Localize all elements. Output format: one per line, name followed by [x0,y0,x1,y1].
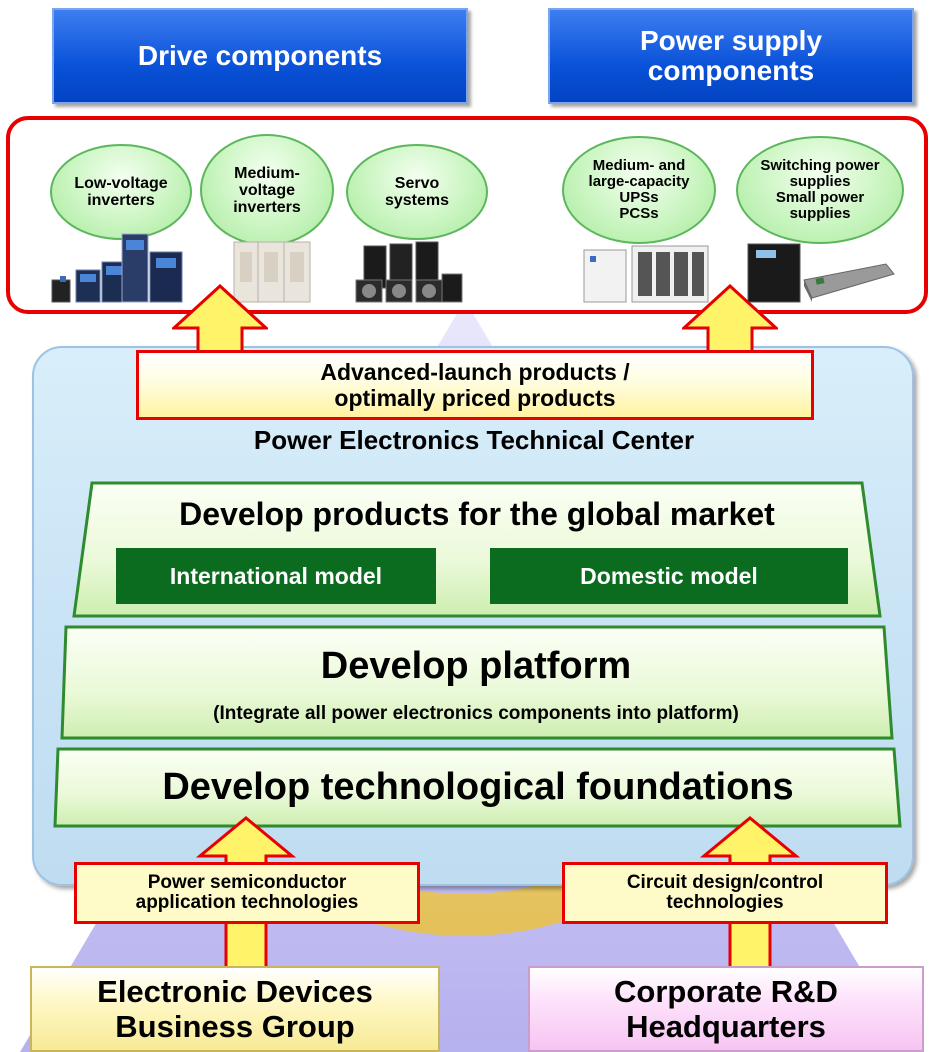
platform-subtitle: (Integrate all power electronics compone… [213,703,739,724]
drive-components-label: Drive components [137,40,383,71]
power-supply-components-header: Power supply components [548,8,914,104]
low-voltage-inverters-label: Low-voltage inverters [74,175,168,209]
international-model-box: International model [116,548,436,604]
switching-label: Switching power supplies Small power sup… [747,158,893,222]
electronic-devices-box: Electronic Devices Business Group [30,966,440,1052]
medium-voltage-inverters-label: Medium-voltage inverters [233,164,301,216]
advanced-launch-banner: Advanced-launch products / optimally pri… [136,350,814,420]
foundations-title: Develop technological foundations [162,765,794,808]
up-arrow-left [172,284,268,354]
semiconductor-tech-label-box: Power semiconductor application technolo… [74,862,420,924]
power-supply-components-label: Power supply components [639,25,823,86]
servo-systems-label: Servo systems [384,175,450,209]
up-arrow-right [682,284,778,354]
medium-voltage-inverters-oval: Medium-voltage inverters [200,134,334,246]
servo-systems-oval: Servo systems [346,144,488,240]
switching-power-supplies-image [747,243,895,303]
corporate-rd-box: Corporate R&D Headquarters [528,966,924,1052]
platform-title: Develop platform [320,644,632,687]
small-power-supplies-label: Small power supplies [775,189,865,222]
platform-layer-shape [60,625,894,740]
switching-power-supplies-label: Switching power supplies [760,157,880,190]
semiconductor-tech-label: Power semiconductor application technolo… [135,872,359,913]
circuit-tech-label: Circuit design/control technologies [626,872,824,913]
optimally-priced-label: optimally priced products [334,385,616,411]
pcs-label: PCSs [619,205,659,222]
domestic-model-label: Domestic model [580,562,758,589]
ups-pcs-image [583,245,709,303]
drive-components-header: Drive components [52,8,468,104]
ups-label: Medium- and large-capacity UPSs [588,157,690,206]
medium-voltage-inverters-image [233,241,311,303]
corporate-rd-label: Corporate R&D Headquarters [614,974,838,1044]
international-model-label: International model [169,562,383,589]
circuit-tech-label-box: Circuit design/control technologies [562,862,888,924]
ups-pcs-oval: Medium- and large-capacity UPSs PCSs [562,136,716,244]
domestic-model-box: Domestic model [490,548,848,604]
technical-center-title: Power Electronics Technical Center [253,424,695,455]
electronic-devices-label: Electronic Devices Business Group [97,974,373,1044]
advanced-launch-label: Advanced-launch products / [320,359,630,385]
switching-power-supplies-oval: Switching power supplies Small power sup… [736,136,904,244]
global-market-title: Develop products for the global market [179,495,775,532]
low-voltage-inverters-image [51,233,183,303]
foundations-layer-shape [53,747,902,828]
servo-systems-image [355,241,463,303]
low-voltage-inverters-oval: Low-voltage inverters [50,144,192,240]
ups-pcs-label: Medium- and large-capacity UPSs PCSs [573,158,705,222]
